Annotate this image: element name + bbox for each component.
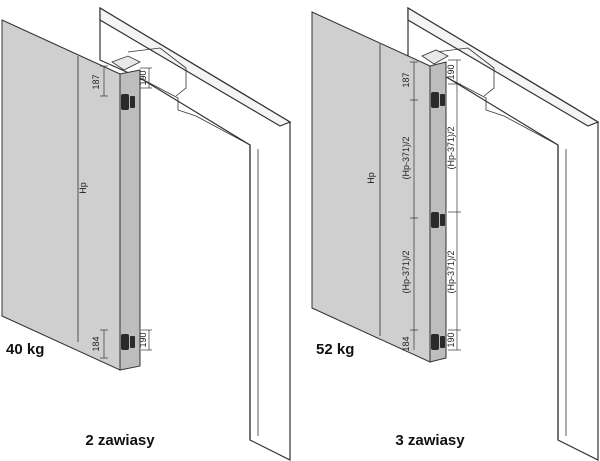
dim-bottom: 184 — [91, 336, 101, 351]
caption-label: 2 zawiasy — [85, 432, 155, 449]
dim-top: 187 — [91, 74, 101, 89]
door-leaf — [1, 19, 141, 371]
door-leaf — [311, 11, 449, 363]
dim-top: 187 — [401, 72, 411, 87]
door-frame — [99, 6, 292, 461]
dim-top-side: 190 — [446, 64, 456, 79]
hinge-top — [121, 94, 135, 110]
dim-half-lower: (Hp-371)/2 — [401, 250, 411, 293]
dim-bottom-side: 190 — [446, 332, 456, 347]
dim-top-side: 190 — [138, 70, 148, 85]
dim-bottom-side: 190 — [138, 332, 148, 347]
hinge-middle — [431, 212, 445, 228]
dim-half-lower-side: (Hp-371)/2 — [446, 250, 456, 293]
dimension-lines — [410, 59, 461, 351]
dim-half-upper-side: (Hp-371)/2 — [446, 126, 456, 169]
door-frame — [407, 6, 600, 461]
caption-label: 3 zawiasy — [395, 432, 465, 449]
weight-label: 40 kg — [6, 341, 44, 358]
weight-label: 52 kg — [316, 341, 354, 358]
dim-hp: Hp — [366, 172, 376, 184]
hinge-bottom — [431, 334, 445, 350]
dim-bottom: 184 — [401, 336, 411, 351]
dim-hp: Hp — [78, 182, 88, 194]
dim-half-upper: (Hp-371)/2 — [401, 136, 411, 179]
hinge-bottom — [121, 334, 135, 350]
variant-2-hinges: Hp 187 190 184 190 40 kg 2 zawiasy — [1, 6, 292, 461]
variant-3-hinges: Hp 187 190 (Hp-371)/2 (Hp-371)/2 (Hp-371… — [311, 6, 600, 461]
hinge-top — [431, 92, 445, 108]
dimension-lines — [100, 65, 152, 359]
